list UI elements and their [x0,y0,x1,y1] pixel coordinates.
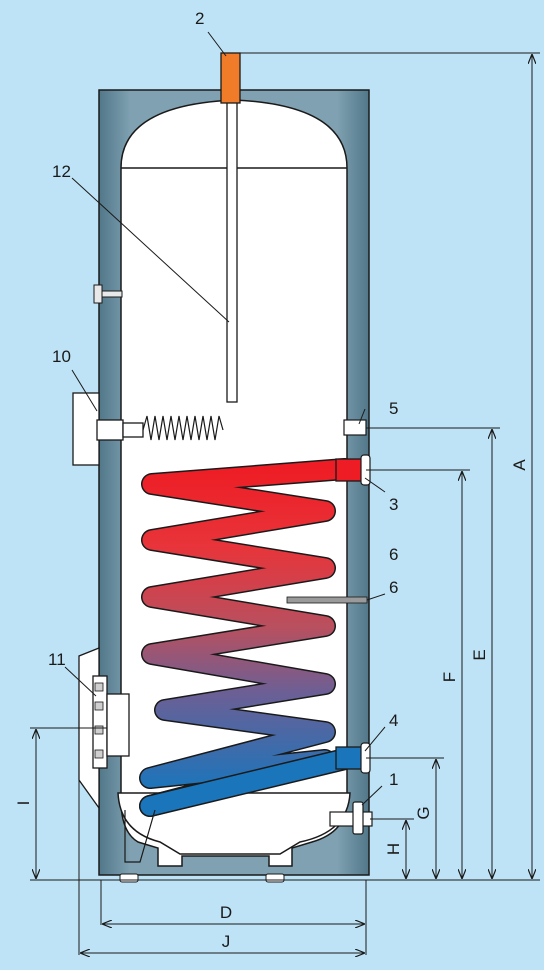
label-5: 5 [389,399,398,418]
cold-inlet-pipe [329,811,373,827]
label-10: 10 [52,347,71,366]
recirculation-port [343,419,367,436]
left-fitting [93,284,103,304]
dim-label-E: E [470,649,489,660]
heat-exchanger-coil-fill [140,459,355,816]
coil-cold-leg-fill [140,749,355,816]
dim-label-A: A [510,459,529,471]
dim-label-I: I [14,801,33,806]
dim-label-J: J [222,932,231,951]
foot-left [119,873,139,883]
left-fitting-stem [101,290,123,298]
dim-label-H: H [384,843,403,855]
sensor-sleeve [286,596,368,604]
dimension-arrows [36,55,532,953]
inspection-cover [106,693,130,757]
dim-label-G: G [414,806,433,819]
label-4: 4 [389,711,398,730]
label-3: 3 [389,495,398,514]
anode-cap [220,52,241,104]
heater-flange [96,419,124,441]
inspection-bolts [94,682,104,759]
label-6-top: 6 [389,545,398,564]
dim-label-D: D [220,903,232,922]
dimension-lines [30,52,540,955]
cold-inlet-cap [352,801,364,835]
anode-rod [226,99,238,403]
label-12: 12 [52,162,71,181]
label-1: 1 [389,770,398,789]
heater-core [122,422,144,438]
coil-hot-port [335,458,365,482]
dim-label-F: F [440,672,459,682]
leader-lines [64,31,386,806]
leg-left [124,809,156,863]
label-11: 11 [48,650,66,669]
label-2: 2 [195,9,204,28]
foot-right [265,873,285,883]
heater-element [142,415,224,441]
label-6: 6 [389,578,398,597]
coil-cold-port [335,746,365,770]
heater-housing [72,392,100,466]
